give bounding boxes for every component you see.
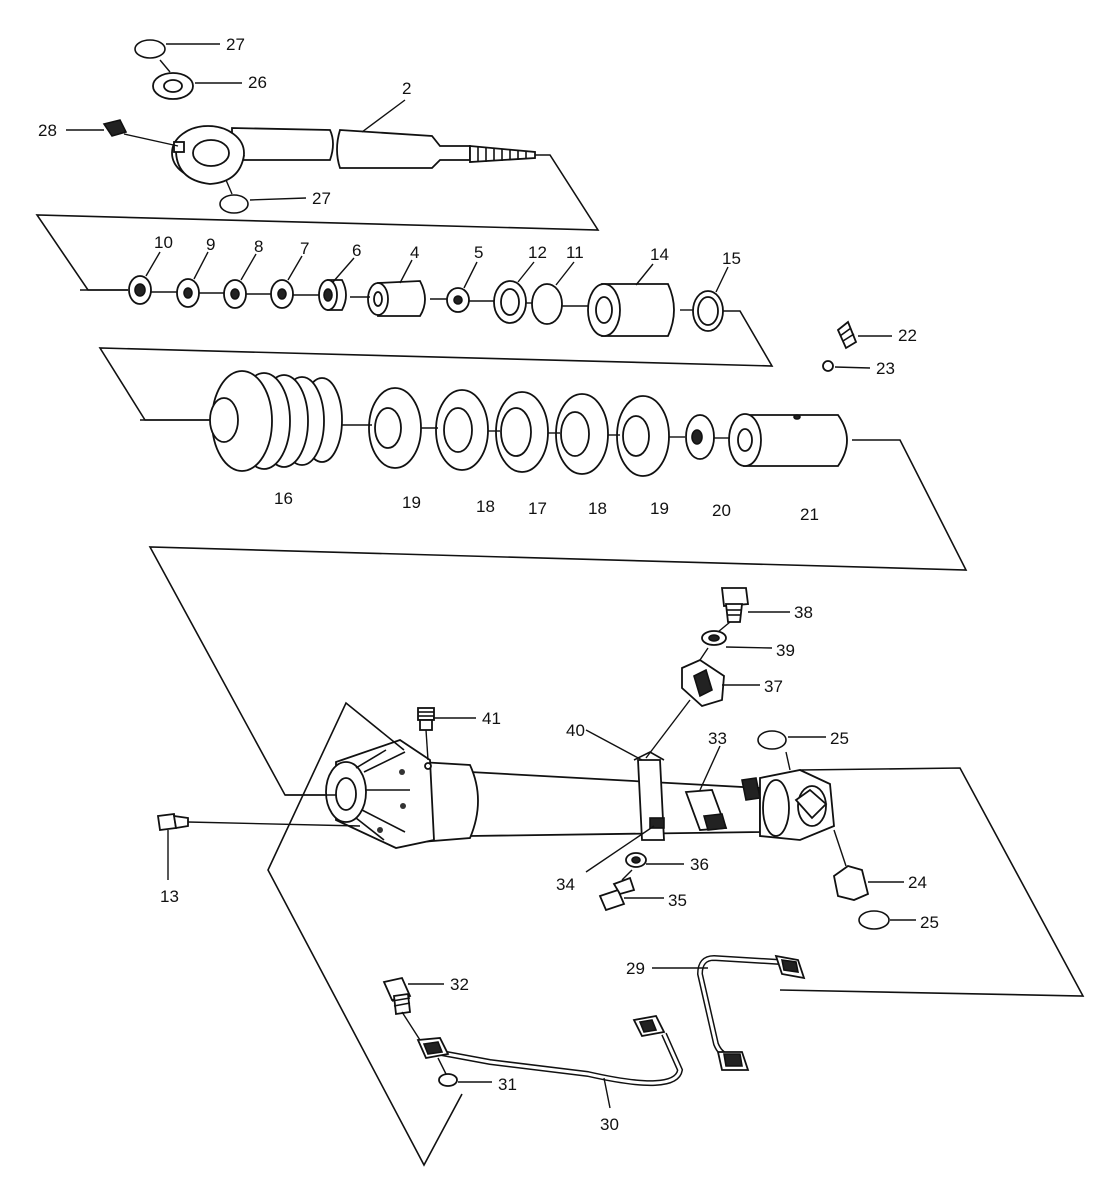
- callout-label: 27: [226, 35, 245, 54]
- callout-label: 32: [450, 975, 469, 994]
- callout-label: 41: [482, 709, 501, 728]
- callout-label: 6: [352, 241, 361, 260]
- callout-label: 31: [498, 1075, 517, 1094]
- callout-label: 35: [668, 891, 687, 910]
- callout-label: 5: [474, 243, 483, 262]
- callout-label: 2: [402, 79, 411, 98]
- callout-label: 16: [274, 489, 293, 508]
- callout-label: 7: [300, 239, 309, 258]
- callout-label: 25: [830, 729, 849, 748]
- callout-label: 19: [650, 499, 669, 518]
- callout-label: 9: [206, 235, 215, 254]
- callout-label: 30: [600, 1115, 619, 1134]
- hydraulic-lines: [382, 954, 806, 1109]
- callout-label: 39: [776, 641, 795, 660]
- callout-label: 27: [312, 189, 331, 208]
- callout-label: 12: [528, 243, 547, 262]
- callout-label: 8: [254, 237, 263, 256]
- callout-label: 21: [800, 505, 819, 524]
- callout-label: 18: [476, 497, 495, 516]
- callout-label: 28: [38, 121, 57, 140]
- callout-label: 25: [920, 913, 939, 932]
- callout-label: 26: [248, 73, 267, 92]
- callout-label: 36: [690, 855, 709, 874]
- callout-label: 40: [566, 721, 585, 740]
- callout-label: 14: [650, 245, 669, 264]
- callout-label: 11: [566, 243, 584, 262]
- callout-label: 24: [908, 873, 927, 892]
- callout-label: 10: [154, 233, 173, 252]
- callout-label: 19: [402, 493, 421, 512]
- steering-housing: [156, 587, 1085, 1167]
- callout-label: 23: [876, 359, 895, 378]
- callout-label: 18: [588, 499, 607, 518]
- tie-rod-assembly: [35, 39, 600, 291]
- callout-labels: 27 26 2 28 27 10 9 8 7 6 4 5 12 11 14 15…: [38, 35, 939, 1134]
- callout-label: 4: [410, 243, 419, 262]
- callout-label: 22: [898, 326, 917, 345]
- callout-label: 33: [708, 729, 727, 748]
- small-parts-row: [80, 251, 774, 421]
- callout-label: 37: [764, 677, 783, 696]
- callout-label: 34: [556, 875, 575, 894]
- callout-label: 38: [794, 603, 813, 622]
- callout-label: 29: [626, 959, 645, 978]
- callout-label: 15: [722, 249, 741, 268]
- spring-stack-row: [140, 320, 968, 796]
- callout-label: 17: [528, 499, 547, 518]
- callout-label: 20: [712, 501, 731, 520]
- callout-label: 13: [160, 887, 179, 906]
